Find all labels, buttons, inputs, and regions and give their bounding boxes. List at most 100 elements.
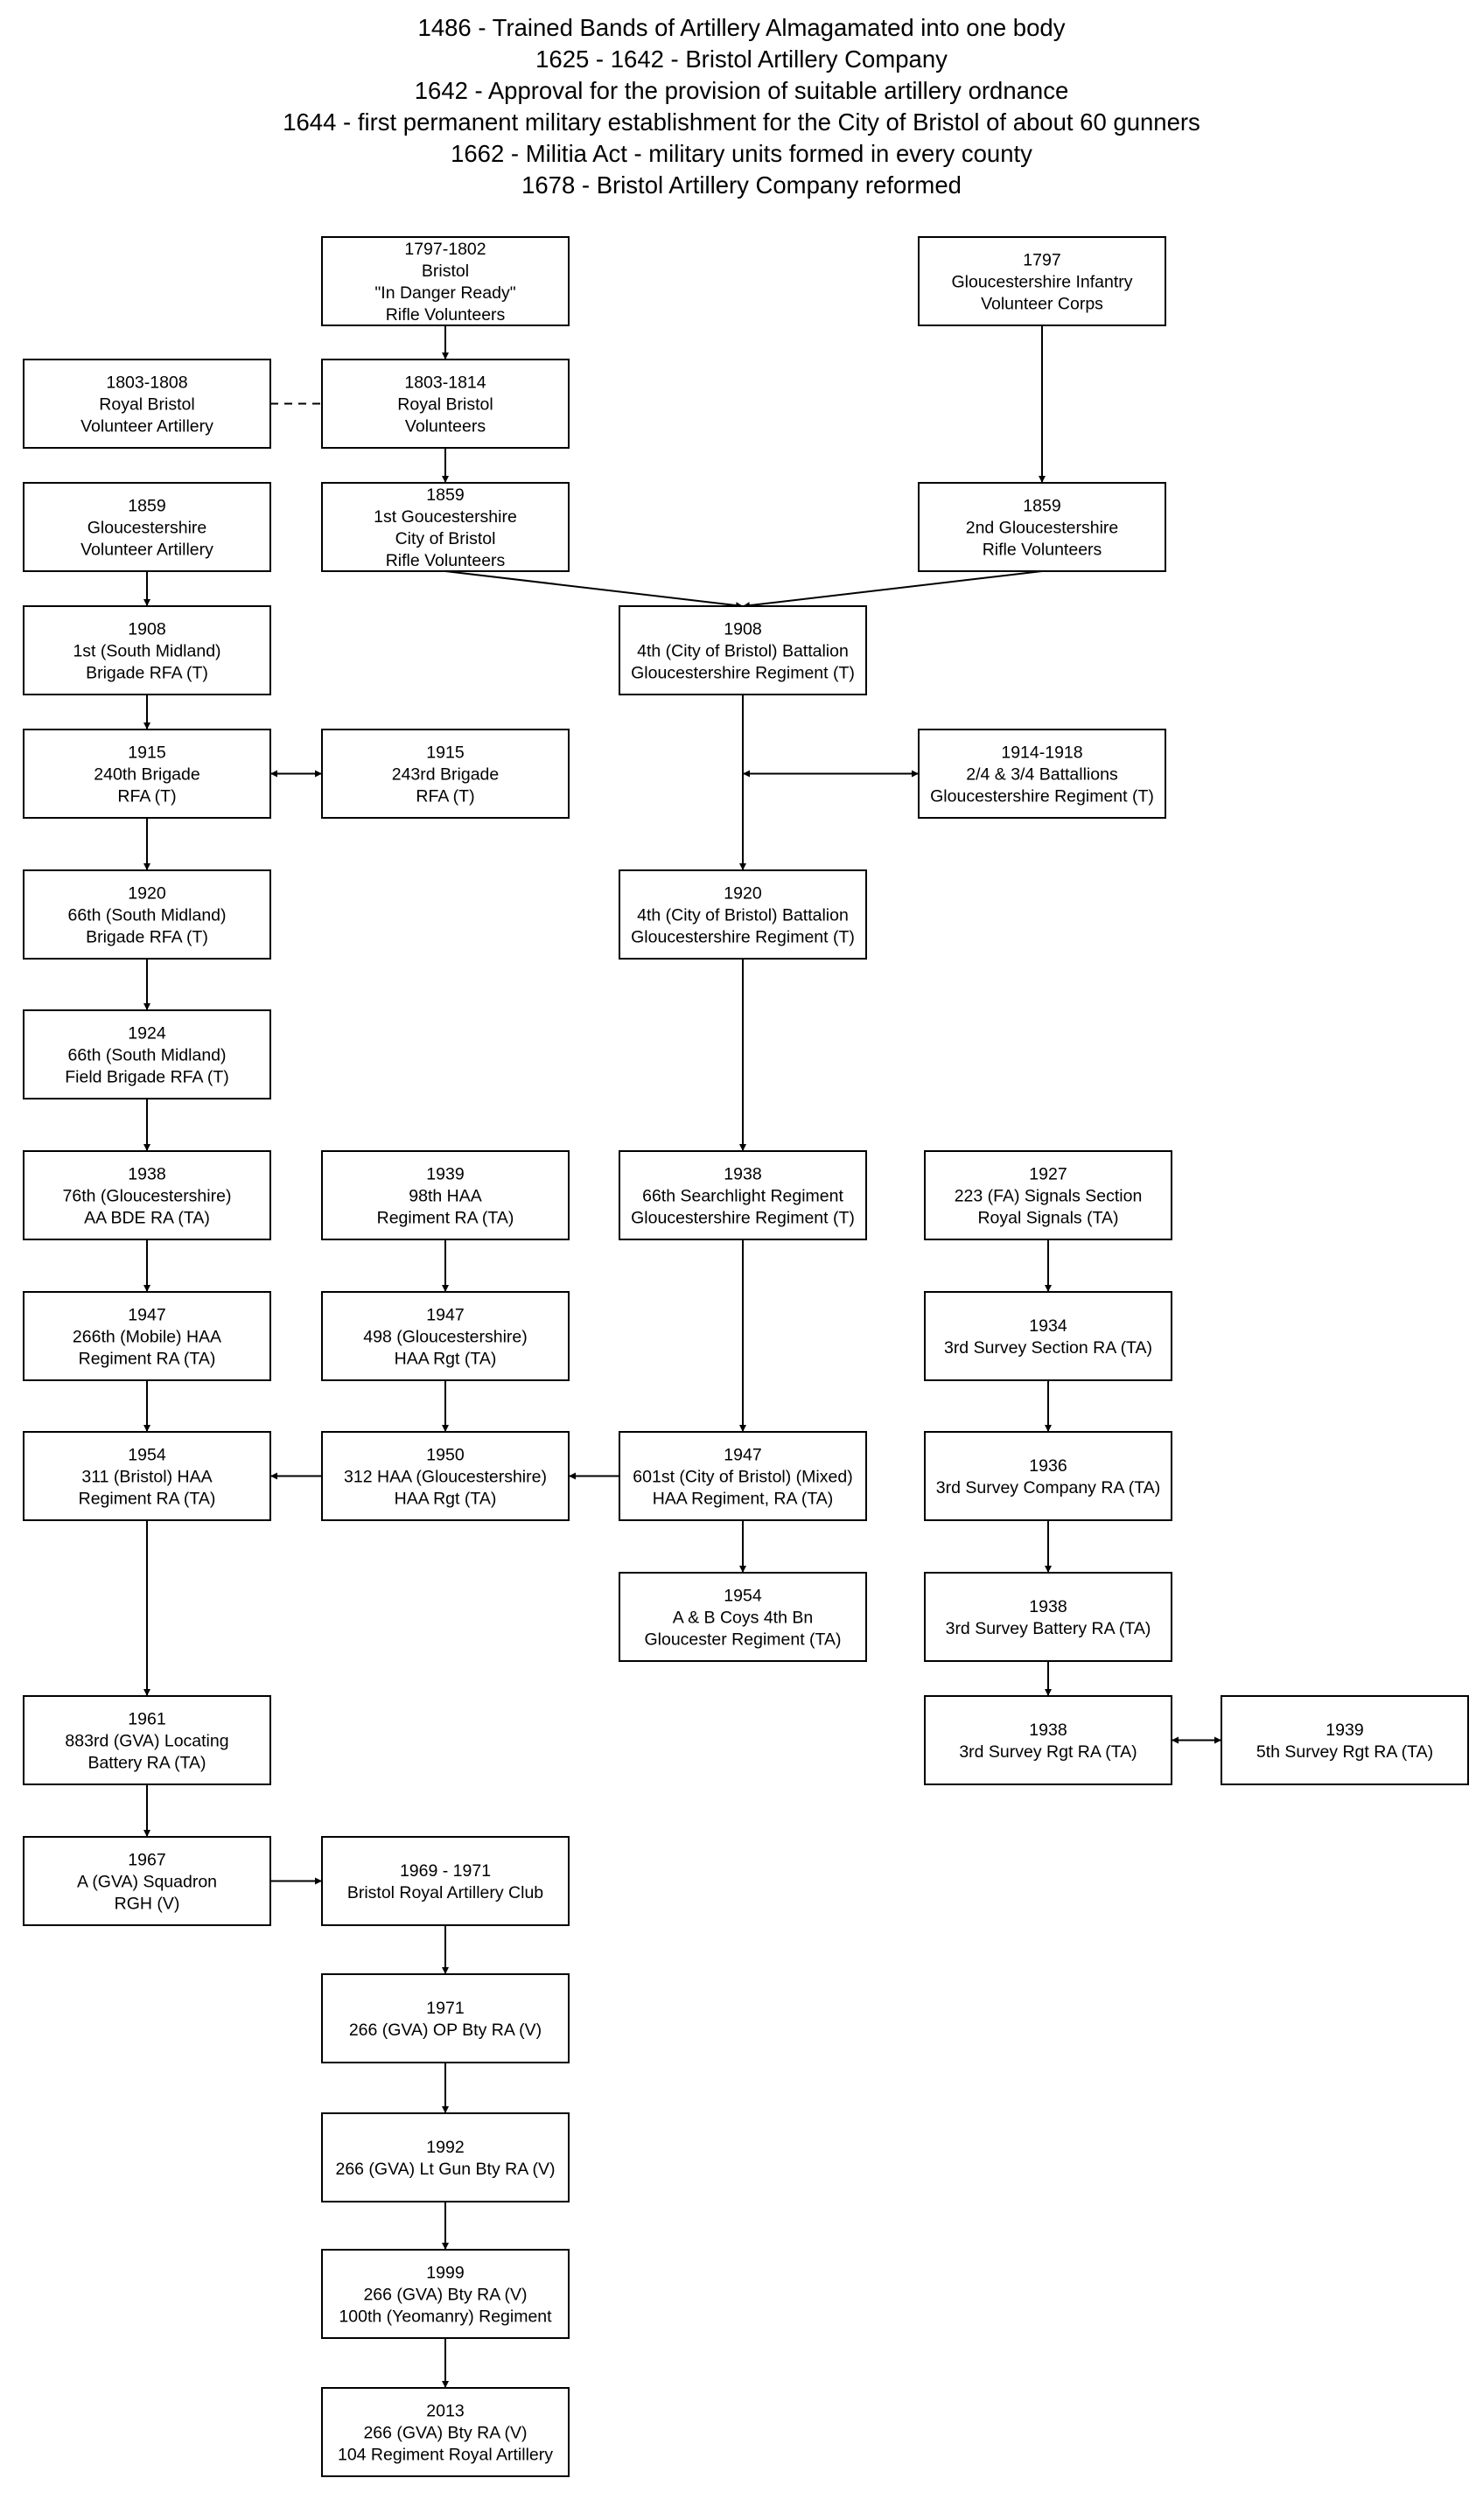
node-box — [918, 236, 1166, 326]
node-label-line: 266 (GVA) Bty RA (V) — [363, 2424, 527, 2443]
node-label-line: HAA Regiment, RA (TA) — [653, 1490, 834, 1509]
node-label-line: 1939 — [1326, 1721, 1363, 1740]
node-label-line: Gloucester Regiment (TA) — [644, 1630, 841, 1650]
node-label-line: 1999 — [426, 2264, 464, 2283]
node-label-line: RFA (T) — [416, 787, 474, 806]
node-label-line: 1859 — [128, 497, 165, 516]
node-label-line: 3rd Survey Battery RA (TA) — [946, 1619, 1151, 1638]
node-1938b: 1938 3rd Survey Battery RA (TA) — [924, 1572, 1172, 1662]
node-label-line: 3rd Survey Section RA (TA) — [944, 1338, 1152, 1358]
node-label-line: 1915 — [426, 743, 465, 763]
node-box — [321, 2112, 570, 2202]
node-box — [23, 359, 271, 449]
node-1947c: 1947 601st (City of Bristol) (Mixed) HAA R… — [619, 1431, 867, 1521]
node-label-line: Royal Bristol — [99, 395, 194, 415]
node-box — [1221, 1695, 1469, 1785]
node-box — [23, 1150, 271, 1240]
node-label-line: City of Bristol — [395, 529, 496, 548]
node-label-line: Regiment RA (TA) — [79, 1490, 216, 1509]
node-box — [23, 729, 271, 819]
node-label-line: 4th (City of Bristol) Battalion — [637, 906, 849, 925]
node-label-line: 1969 - 1971 — [400, 1861, 491, 1881]
node-label-line: AA BDE RA (TA) — [84, 1209, 210, 1228]
node-label-line: Field Brigade RFA (T) — [65, 1068, 228, 1087]
node-label-line: 3rd Survey Rgt RA (TA) — [959, 1742, 1137, 1762]
node-label-line: A (GVA) Squadron — [77, 1873, 217, 1892]
header-line-1678: 1678 - Bristol Artillery Company reforme… — [521, 171, 962, 199]
node-box — [23, 1695, 271, 1785]
node-box — [23, 1009, 271, 1099]
node-label-line: RFA (T) — [117, 787, 176, 806]
node-box — [924, 1572, 1172, 1662]
node-label-line: 4th (City of Bristol) Battalion — [637, 642, 849, 661]
node-box — [321, 359, 570, 449]
node-label-line: 1934 — [1029, 1316, 1067, 1336]
node-label-line: 240th Brigade — [94, 765, 199, 785]
node-box — [321, 1150, 570, 1240]
node-label-line: Rifle Volunteers — [983, 541, 1102, 560]
node-label-line: 601st (City of Bristol) (Mixed) — [633, 1468, 852, 1487]
node-label-line: 1938 — [1029, 1721, 1067, 1740]
node-label-line: 1924 — [128, 1024, 166, 1044]
node-label-line: 2013 — [426, 2402, 464, 2421]
header-line-1486: 1486 - Trained Bands of Artillery Almaga… — [417, 14, 1066, 41]
node-label-line: 1947 — [724, 1446, 761, 1465]
header-line-1662: 1662 - Militia Act - military units form… — [451, 140, 1032, 167]
node-label-line: 2/4 & 3/4 Battallions — [966, 765, 1118, 785]
node-label-line: 76th (Gloucestershire) — [63, 1187, 232, 1206]
node-box — [924, 1291, 1172, 1381]
node-label-line: Royal Bristol — [397, 395, 493, 415]
node-label-line: 243rd Brigade — [392, 765, 500, 785]
node-label-line: 1797 — [1023, 251, 1060, 270]
node-label-line: 1954 — [724, 1587, 762, 1606]
node-box — [23, 482, 271, 572]
node-label-line: Brigade RFA (T) — [86, 664, 208, 683]
node-box — [924, 1695, 1172, 1785]
node-label-line: Brigade RFA (T) — [86, 928, 208, 947]
node-label-line: 66th (South Midland) — [67, 906, 226, 925]
node-label-line: 266 (GVA) Bty RA (V) — [363, 2286, 527, 2305]
node-box — [23, 1291, 271, 1381]
node-label-line: 1938 — [1029, 1597, 1067, 1616]
node-label-line: 1920 — [724, 884, 762, 904]
node-label-line: 1938 — [724, 1165, 761, 1184]
node-label-line: Gloucestershire — [87, 519, 207, 538]
node-box — [321, 1973, 570, 2063]
node-box — [23, 605, 271, 695]
node-box — [619, 869, 867, 960]
node-box — [321, 236, 570, 326]
node-label-line: 498 (Gloucestershire) — [363, 1328, 528, 1347]
node-box — [321, 2249, 570, 2339]
node-label-line: 1803-1814 — [404, 373, 486, 393]
node-label-line: 266th (Mobile) HAA — [73, 1328, 221, 1347]
node-1938r: 1938 3rd Survey Rgt RA (TA) — [924, 1695, 1172, 1785]
node-label-line: 1797-1802 — [404, 240, 486, 259]
node-label-line: 312 HAA (Gloucestershire) — [344, 1468, 547, 1487]
node-label-line: 1914-1918 — [1001, 743, 1082, 763]
node-box — [23, 1431, 271, 1521]
node-label-line: Gloucestershire Regiment (T) — [631, 1209, 855, 1228]
node-label-line: 1950 — [426, 1446, 465, 1465]
node-label-line: Bristol Royal Artillery Club — [347, 1883, 543, 1902]
node-label-line: Volunteer Artillery — [80, 541, 213, 560]
node-box — [918, 729, 1166, 819]
node-label-line: 1859 — [426, 485, 464, 505]
node-label-line: RGH (V) — [115, 1895, 180, 1914]
node-box — [23, 1836, 271, 1926]
node-label-line: 1927 — [1029, 1165, 1067, 1184]
node-box — [619, 1572, 867, 1662]
node-label-line: Volunteer Corps — [981, 295, 1103, 314]
